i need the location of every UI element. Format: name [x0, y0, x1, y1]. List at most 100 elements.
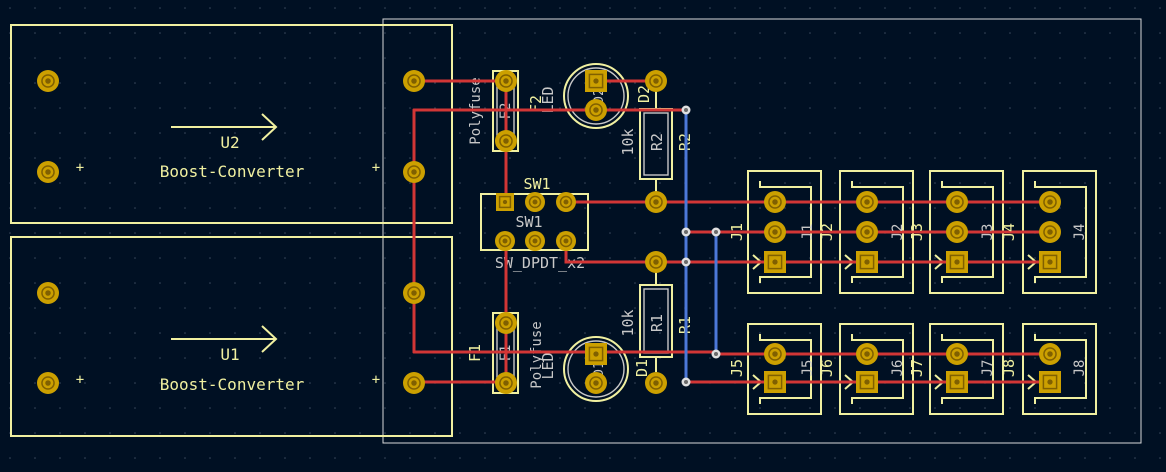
connector-j2-pin-1 — [856, 191, 878, 213]
connector-j3-pin-1 — [946, 191, 968, 213]
u1-courtyard — [10, 236, 453, 437]
r1-pad-1 — [645, 251, 667, 273]
u2-plus-right: + — [372, 160, 380, 176]
f1-value: Polyfuse — [529, 321, 545, 388]
via-group — [681, 105, 721, 387]
j4-fab-ref: J4 — [1072, 224, 1088, 241]
converter-pad-1 — [37, 161, 59, 183]
j7-fab-ref: J7 — [980, 360, 996, 377]
u1-plus-left: + — [76, 372, 84, 388]
connector-j2-pin-3 — [856, 251, 878, 273]
connector-j8-pin-2 — [1039, 371, 1061, 393]
led-d1[interactable]: D1 D1 LED — [539, 336, 651, 402]
connector-j4-pin-3 — [1039, 251, 1061, 273]
pad-group — [37, 70, 1061, 394]
r1-pad-2 — [645, 372, 667, 394]
d2-pad-a — [585, 99, 607, 121]
j4-ref: J4 — [1000, 223, 1018, 241]
connector-j8-pin-1 — [1039, 343, 1061, 365]
converter-pad-0 — [37, 70, 59, 92]
j5-fab-ref: J5 — [800, 360, 816, 377]
connector-j6-pin-1 — [856, 343, 878, 365]
sw1-pad-6 — [556, 231, 576, 251]
sw1-pad-3 — [556, 192, 576, 212]
converter-pad-4 — [37, 282, 59, 304]
d1-pad-k — [585, 343, 607, 365]
j3-ref: J3 — [908, 223, 926, 241]
converter-pad-3 — [403, 161, 425, 183]
connector-j6-pin-2 — [856, 371, 878, 393]
connector-j4-pin-2 — [1039, 221, 1061, 243]
d1-pad-a — [585, 372, 607, 394]
connector-j4-pin-1 — [1039, 191, 1061, 213]
sw1-fab-ref: SW1 — [515, 213, 542, 231]
d1-ref: D1 — [633, 359, 651, 377]
connector-j1-pin-1 — [764, 191, 786, 213]
f2-pad-2 — [495, 130, 517, 152]
via-3 — [681, 257, 691, 267]
via-5 — [681, 377, 691, 387]
connector-j1-pin-2 — [764, 221, 786, 243]
j1-fab-ref: J1 — [800, 224, 816, 241]
connector-j7-pin-2 — [946, 371, 968, 393]
via-1 — [681, 227, 691, 237]
via-4 — [711, 349, 721, 359]
sw1-pad-1 — [496, 193, 514, 211]
via-0 — [681, 105, 691, 115]
r2-fab-ref: R2 — [648, 133, 666, 151]
u1-plus-right: + — [372, 372, 380, 388]
sw1-pad-5 — [525, 231, 545, 251]
u2-courtyard — [10, 24, 453, 224]
f1-pad-1 — [495, 312, 517, 334]
connector-j3-pin-3 — [946, 251, 968, 273]
u1-ref: U1 — [220, 345, 239, 364]
led-d2[interactable]: D2 D2 LED — [539, 63, 653, 129]
connector-j3-pin-2 — [946, 221, 968, 243]
back-copper-tracks — [684, 108, 718, 384]
resistor-r2[interactable]: R2 R2 10k — [619, 89, 694, 194]
sw1-ref: SW1 — [523, 175, 550, 193]
connector-j2-pin-2 — [856, 221, 878, 243]
r2-pad-1 — [645, 70, 667, 92]
j5-ref: J5 — [728, 359, 746, 377]
u2-ref: U2 — [220, 133, 239, 152]
u2-plus-left: + — [76, 160, 84, 176]
converter-pad-6 — [403, 282, 425, 304]
connector-labels: J1 J1 J2 J2 J3 J3 J4 J4 J5 J5 J6 J6 J7 J… — [728, 223, 1088, 377]
sw1-pad-2 — [525, 192, 545, 212]
via-2 — [711, 227, 721, 237]
j8-ref: J8 — [1000, 359, 1018, 377]
switch-sw1[interactable]: SW1 SW1 SW_DPDT_x2 — [480, 175, 589, 272]
connector-j5[interactable] — [747, 323, 822, 415]
j1-ref: J1 — [728, 223, 746, 241]
boost-converter-u1[interactable]: U1 Boost-Converter + + — [10, 236, 453, 437]
d1-value: LED — [539, 352, 557, 379]
d2-pad-k — [585, 70, 607, 92]
converter-pad-2 — [403, 70, 425, 92]
r2-pad-2 — [645, 191, 667, 213]
j2-fab-ref: J2 — [890, 224, 906, 241]
r1-value: 10k — [619, 309, 637, 336]
j8-fab-ref: J8 — [1072, 360, 1088, 377]
sw1-pad-4 — [495, 231, 515, 251]
connector-j7-pin-1 — [946, 343, 968, 365]
d2-ref: D2 — [635, 85, 653, 103]
j2-ref: J2 — [818, 223, 836, 241]
resistor-r1[interactable]: R1 R1 10k — [619, 270, 694, 372]
connector-j5-pin-1 — [764, 343, 786, 365]
j7-ref: J7 — [908, 359, 926, 377]
converter-pad-7 — [403, 372, 425, 394]
f1-pad-2 — [495, 372, 517, 394]
r2-value: 10k — [619, 128, 637, 155]
r1-fab-ref: R1 — [648, 314, 666, 332]
board-edge — [382, 18, 1142, 444]
j6-fab-ref: J6 — [890, 360, 906, 377]
boost-converter-u2[interactable]: U2 Boost-Converter + + — [10, 24, 453, 224]
converter-pad-5 — [37, 372, 59, 394]
sw1-value: SW_DPDT_x2 — [495, 254, 585, 272]
j3-fab-ref: J3 — [980, 224, 996, 241]
f2-pad-1 — [495, 70, 517, 92]
j6-ref: J6 — [818, 359, 836, 377]
u2-value: Boost-Converter — [160, 162, 305, 181]
